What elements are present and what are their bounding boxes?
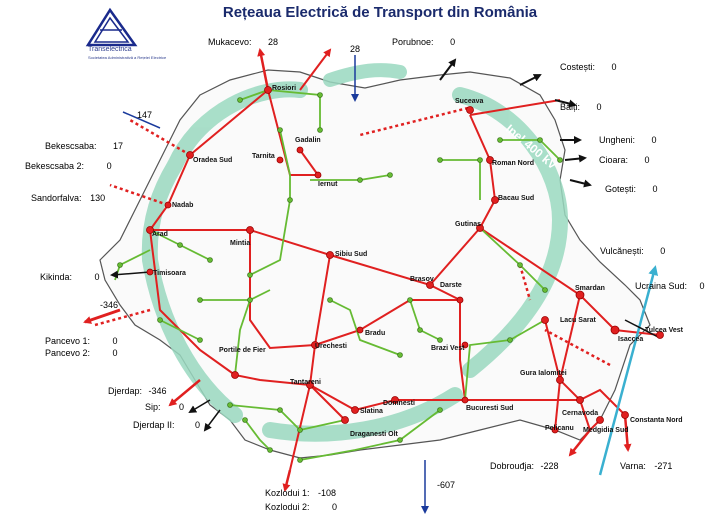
- station-nadab: Nadab: [172, 202, 193, 209]
- station-tarnita: Tarnita: [252, 153, 275, 160]
- station-tulcea-vest: Tulcea Vest: [645, 327, 684, 334]
- flow-bekescsaba-2: Bekescsaba 2: 0: [25, 161, 112, 171]
- station-smardan: Smardan: [575, 285, 605, 292]
- flow-vulcanesti: Vulcănești: 0: [600, 246, 666, 256]
- flow-kozlodui-1: Kozlodui 1: -108: [265, 488, 337, 498]
- station-medgidia-sud: Medgidia Sud: [583, 427, 629, 434]
- logo: [85, 7, 138, 47]
- interconnector-dashed: [94, 106, 611, 367]
- station-pelicanu: Pelicanu: [545, 425, 574, 432]
- ring-400kv: [141, 63, 569, 442]
- flow-djerdap-2: Djerdap II: 0: [133, 420, 201, 430]
- flow-346: -346: [100, 300, 119, 310]
- station-brazi-vest: Brazi Vest: [431, 345, 465, 352]
- station-labels: Rosiori Oradea Sud Nadab Arad Mintia Gad…: [152, 85, 684, 438]
- station-bucuresti-sud: Bucuresti Sud: [466, 405, 513, 412]
- station-constanta-nord: Constanta Nord: [630, 417, 683, 424]
- station-urechesti: Urechesti: [315, 343, 347, 350]
- station-roman-nord: Roman Nord: [492, 160, 534, 167]
- flow-porubnoe: Porubnoe: 0: [392, 37, 456, 47]
- flow-sip: Sip: 0: [145, 402, 185, 412]
- station-isaccea: Isaccea: [618, 336, 643, 343]
- flow-147: 147: [137, 110, 153, 120]
- station-timisoara: Timisoara: [153, 270, 186, 277]
- logo-subtitle: Societatea Administrativă a Rețelei Elec…: [88, 55, 167, 60]
- station-oradea-sud: Oradea Sud: [193, 157, 232, 164]
- flow-cioara: Cioara: 0: [599, 155, 650, 165]
- station-gura-ialomitei: Gura Ialomitei: [520, 370, 567, 377]
- station-rosiori: Rosiori: [272, 85, 296, 92]
- station-iernut: Iernut: [318, 181, 338, 188]
- flow-balti: Bălți: 0: [560, 102, 602, 112]
- station-cernavoda: Cernavoda: [562, 410, 598, 417]
- flow-gotesti: Gotești: 0: [605, 184, 658, 194]
- flow-kozlodui-2: Kozlodui 2: 0: [265, 502, 338, 512]
- station-bradu: Bradu: [365, 330, 385, 337]
- flow-porubnoe-2: 28: [350, 44, 361, 54]
- station-gadalin: Gadalin: [295, 137, 321, 144]
- station-gutinas: Gutinas: [455, 221, 481, 228]
- flow-mukacevo: Mukacevo: 28: [208, 37, 279, 47]
- station-bacau-sud: Bacau Sud: [498, 195, 534, 202]
- flow-kikinda: Kikinda: 0: [40, 272, 100, 282]
- station-lacu-sarat: Lacu Sarat: [560, 317, 596, 324]
- flow-dobroudja: Dobrouđja: -228: [490, 461, 559, 471]
- station-portile-de-fier: Portile de Fier: [219, 347, 266, 354]
- station-suceava: Suceava: [455, 98, 484, 105]
- stations-220kv: [117, 92, 563, 463]
- flow-sandorfalva: Sandorfalva: 130: [31, 193, 106, 203]
- station-brasov: Brasov: [410, 276, 434, 283]
- flow-varna: Varna: -271: [620, 461, 673, 471]
- flow-pancevo-2: Pancevo 2: 0: [45, 348, 118, 358]
- flow-607: -607: [437, 480, 456, 490]
- flow-costesti: Costești: 0: [560, 62, 617, 72]
- station-arad: Arad: [152, 231, 168, 238]
- flow-ucraina-sud: Ucraina Sud: 0: [635, 281, 705, 291]
- stations-400kv: [146, 86, 664, 434]
- flow-pancevo-1: Pancevo 1: 0: [45, 336, 118, 346]
- station-darste: Darste: [440, 282, 462, 289]
- station-mintia: Mintia: [230, 240, 250, 247]
- station-domnesti: Domnesti: [383, 400, 415, 407]
- station-slatina: Slatina: [360, 408, 383, 415]
- map-title: Rețeaua Electrică de Transport din Român…: [222, 4, 538, 21]
- flow-arrows: [83, 48, 661, 514]
- flow-bekescsaba: Bekescsaba: 17: [45, 141, 124, 151]
- flow-ungheni: Ungheni: 0: [599, 135, 657, 145]
- flow-djerdap: Djerdap: -346: [108, 386, 167, 396]
- station-draganesti-olt: Draganesti Olt: [350, 431, 399, 438]
- station-tantareni: Tantareni: [290, 379, 321, 386]
- logo-name: Transelectrica: [88, 46, 132, 53]
- station-sibiu-sud: Sibiu Sud: [335, 251, 367, 258]
